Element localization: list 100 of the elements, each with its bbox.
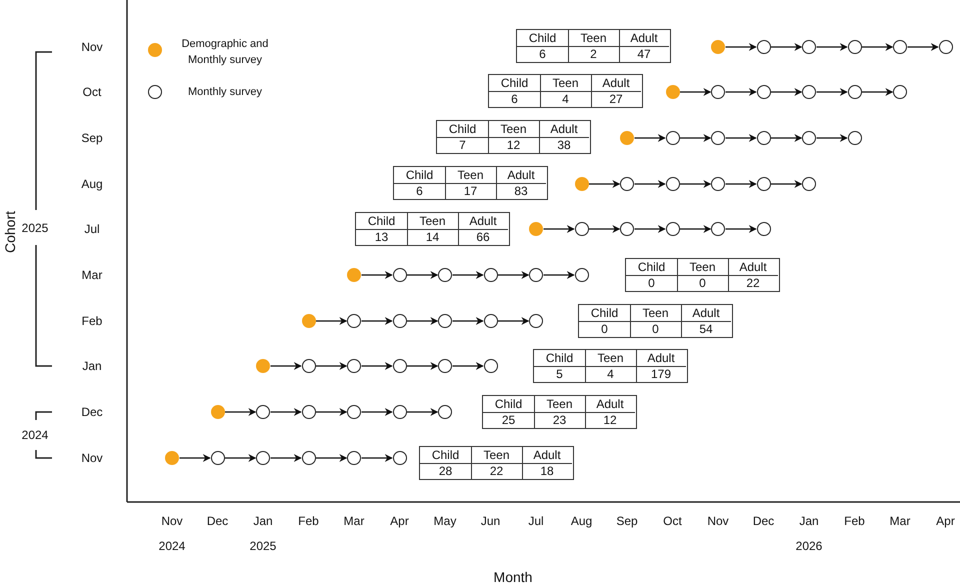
bracket-label: 2024	[22, 429, 48, 441]
axis-tick-label: Aug	[81, 178, 103, 190]
arrow	[407, 408, 438, 416]
circle-marker	[438, 405, 452, 419]
table-cell: 0	[579, 321, 631, 338]
circle-marker	[574, 268, 588, 282]
arrow	[316, 317, 348, 325]
table-cell: Teen	[585, 350, 637, 367]
table-cell-text: 47	[636, 46, 652, 63]
table-cell: Child	[356, 213, 408, 230]
arrow	[362, 271, 393, 279]
arrow	[726, 43, 757, 51]
axis-title: Month	[494, 570, 532, 584]
axis-tick-label: Jun	[480, 515, 500, 527]
circle-marker	[620, 177, 634, 191]
arrow	[316, 362, 348, 370]
axis-tick-label: Jul	[84, 223, 100, 235]
arrow	[498, 271, 530, 279]
table-cell: Child	[534, 350, 586, 367]
circle-marker	[802, 131, 816, 145]
table-cell: 4	[540, 91, 592, 108]
arrow	[634, 180, 666, 188]
circle-marker	[711, 40, 725, 54]
table-cell-text: 18	[539, 463, 555, 480]
arrow	[407, 271, 438, 279]
arrow	[407, 362, 438, 370]
arrow	[270, 454, 302, 462]
circle-marker	[802, 40, 816, 54]
axis-tick-label: Jan	[799, 515, 819, 527]
circle-marker	[347, 405, 361, 419]
circle-marker	[256, 405, 270, 419]
arrow	[634, 134, 666, 142]
circle-marker	[529, 268, 543, 282]
table-cell: Adult	[585, 396, 635, 413]
axis-tick-label: Jan	[253, 515, 273, 527]
table-cell: Teen	[407, 213, 459, 230]
table-cell-text: 27	[608, 91, 624, 108]
circle-marker	[620, 131, 634, 145]
arrow	[452, 317, 484, 325]
arrow	[680, 180, 712, 188]
table-cell: 4	[585, 366, 637, 383]
circle-marker	[438, 314, 452, 328]
arrow	[362, 454, 393, 462]
arrow	[362, 408, 393, 416]
table-cell: Adult	[636, 350, 686, 367]
axis-tick-label: Jul	[528, 515, 544, 527]
axis-tick-label: Mar	[82, 269, 102, 281]
table-cell: Child	[394, 167, 446, 184]
circle-marker	[438, 359, 452, 373]
circle-marker	[347, 451, 361, 465]
axis-tick-label: 2026	[796, 540, 822, 552]
axis-tick-label: 2024	[158, 540, 186, 552]
arrow	[726, 88, 757, 96]
axis-tick-label: Dec	[206, 515, 228, 527]
table-cell: Child	[579, 305, 631, 322]
axis-tick-label: Dec	[752, 515, 774, 527]
table-cell: 7	[437, 137, 489, 154]
table-cell: Adult	[522, 447, 572, 464]
circle-marker	[802, 85, 816, 99]
circle-marker	[848, 40, 862, 54]
circle-marker	[756, 85, 770, 99]
arrow	[680, 88, 712, 96]
arrow	[362, 362, 393, 370]
axis-tick-label: Aug	[570, 515, 592, 527]
arrow	[316, 454, 348, 462]
axis-tick-label: Feb	[82, 315, 102, 327]
table-cell-text: 179	[650, 366, 672, 383]
table-cell: Child	[437, 121, 489, 138]
axis-tick-label: Jan	[82, 360, 102, 372]
axis-tick-label: Nov	[81, 452, 103, 464]
circle-marker	[256, 359, 270, 373]
circle-marker	[438, 268, 452, 282]
table-cell: Adult	[591, 75, 641, 92]
table-cell: Teen	[488, 121, 540, 138]
table-cell: 28	[420, 463, 472, 480]
arrow	[270, 408, 302, 416]
table-cell: Teen	[445, 167, 497, 184]
axis-tick-label: Feb	[298, 515, 319, 527]
circle-marker	[666, 177, 680, 191]
circle-marker	[574, 222, 588, 236]
circle-marker	[893, 40, 907, 54]
circle-marker	[392, 405, 406, 419]
arrow	[180, 454, 211, 462]
circle-marker	[302, 314, 316, 328]
bracket-label: 2025	[22, 222, 48, 234]
arrow	[816, 134, 848, 142]
circle-marker	[848, 85, 862, 99]
axis-tick-label: May	[434, 515, 456, 527]
axis-tick-label: Nov	[707, 515, 729, 527]
arrow	[498, 317, 530, 325]
arrow	[908, 43, 939, 51]
axis-tick-label: Dec	[81, 406, 103, 418]
axis-tick-label: Oct	[82, 86, 102, 98]
axis-tick-label: Nov	[161, 515, 183, 527]
table-cell: Child	[626, 259, 678, 276]
table-cell: 5	[534, 366, 586, 383]
arrow	[726, 225, 757, 233]
arrow	[452, 362, 484, 370]
table-cell: 6	[517, 46, 569, 63]
circle-marker	[756, 131, 770, 145]
